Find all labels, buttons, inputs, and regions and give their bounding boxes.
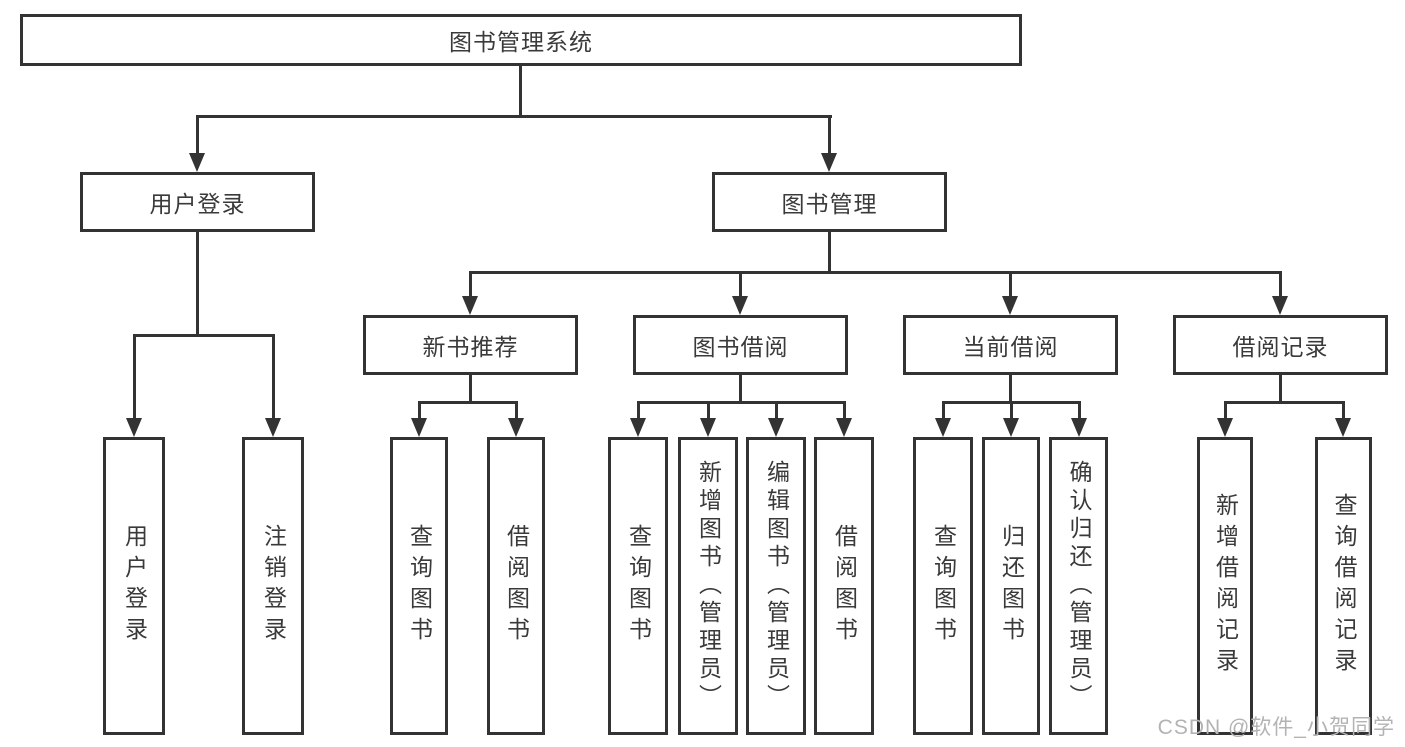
- leaf-query-books-recommend-label: 查询图书: [406, 524, 433, 648]
- connector-drop: [1279, 271, 1282, 299]
- connector-hline: [196, 115, 832, 118]
- leaf-add-borrow-record: 新增借阅记录: [1197, 437, 1253, 735]
- connector-hline: [469, 271, 1282, 274]
- leaf-add-borrow-record-label: 新增借阅记录: [1212, 493, 1239, 679]
- node-user-login: 用户登录: [80, 172, 315, 232]
- leaf-query-books-borrow: 查询图书: [608, 437, 668, 735]
- arrow-down-icon: [836, 418, 852, 437]
- connector-drop: [469, 271, 472, 299]
- leaf-query-borrow-record: 查询借阅记录: [1315, 437, 1372, 735]
- leaf-edit-book-admin-label: 编辑图书（管理员）: [763, 460, 790, 712]
- node-book-management-label: 图书管理: [781, 191, 878, 217]
- connector-drop: [1009, 271, 1012, 299]
- node-new-book-recommend: 新书推荐: [363, 315, 578, 375]
- arrow-down-icon: [700, 418, 716, 437]
- arrow-down-icon: [189, 153, 205, 172]
- connector-drop: [418, 401, 421, 421]
- connector-drop: [515, 401, 518, 421]
- connector-stem: [828, 232, 831, 274]
- arrow-down-icon: [1002, 296, 1018, 315]
- arrow-down-icon: [462, 296, 478, 315]
- leaf-logout-label: 注销登录: [260, 524, 287, 648]
- connector-hline: [637, 401, 846, 404]
- connector-hline: [133, 334, 275, 337]
- connector-drop: [739, 271, 742, 299]
- watermark: CSDN @软件_小贺同学: [1157, 716, 1395, 739]
- node-root-label: 图书管理系统: [449, 29, 593, 55]
- connector-stem: [469, 375, 472, 404]
- arrow-down-icon: [732, 296, 748, 315]
- node-root: 图书管理系统: [20, 14, 1022, 66]
- arrow-down-icon: [265, 418, 281, 437]
- leaf-add-book-admin: 新增图书（管理员）: [678, 437, 738, 735]
- connector-drop: [1078, 401, 1081, 421]
- connector-drop: [1010, 401, 1013, 421]
- connector-stem: [739, 375, 742, 404]
- leaf-query-books-current: 查询图书: [913, 437, 973, 735]
- leaf-user-login: 用户登录: [103, 437, 165, 735]
- leaf-add-book-admin-label: 新增图书（管理员）: [695, 460, 722, 712]
- arrow-down-icon: [1003, 418, 1019, 437]
- leaf-borrow-books-2: 借阅图书: [814, 437, 874, 735]
- arrow-down-icon: [411, 418, 427, 437]
- leaf-user-login-label: 用户登录: [121, 524, 148, 648]
- connector-drop: [1224, 401, 1227, 421]
- leaf-return-books-label: 归还图书: [998, 524, 1025, 648]
- leaf-edit-book-admin: 编辑图书（管理员）: [746, 437, 806, 735]
- connector-stem: [1279, 375, 1282, 404]
- leaf-query-books-borrow-label: 查询图书: [625, 524, 652, 648]
- node-new-book-recommend-label: 新书推荐: [422, 334, 519, 360]
- arrow-down-icon: [1272, 296, 1288, 315]
- node-user-login-label: 用户登录: [149, 191, 246, 217]
- connector-stem: [1009, 375, 1012, 404]
- arrow-down-icon: [126, 418, 142, 437]
- connector-hline: [1224, 401, 1345, 404]
- connector-drop: [942, 401, 945, 421]
- leaf-borrow-books-recommend-label: 借阅图书: [503, 524, 530, 648]
- connector-drop: [1342, 401, 1345, 421]
- leaf-query-books-recommend: 查询图书: [390, 437, 448, 735]
- connector-drop: [272, 334, 275, 420]
- connector-drop: [707, 401, 710, 421]
- arrow-down-icon: [630, 418, 646, 437]
- leaf-confirm-return-admin-label: 确认归还（管理员）: [1066, 460, 1092, 712]
- leaf-logout: 注销登录: [242, 437, 304, 735]
- connector-drop: [133, 334, 136, 420]
- node-book-borrow-label: 图书借阅: [692, 334, 789, 360]
- connector-stem: [519, 66, 522, 118]
- leaf-borrow-books-recommend: 借阅图书: [487, 437, 545, 735]
- connector-drop: [775, 401, 778, 421]
- connector-drop: [637, 401, 640, 421]
- leaf-confirm-return-admin: 确认归还（管理员）: [1049, 437, 1108, 735]
- arrow-down-icon: [821, 153, 837, 172]
- node-book-management: 图书管理: [712, 172, 947, 232]
- arrow-down-icon: [1217, 418, 1233, 437]
- connector-drop: [196, 115, 199, 157]
- leaf-query-books-current-label: 查询图书: [930, 524, 957, 648]
- arrow-down-icon: [935, 418, 951, 437]
- leaf-borrow-books-2-label: 借阅图书: [831, 524, 858, 648]
- connector-drop: [843, 401, 846, 421]
- arrow-down-icon: [768, 418, 784, 437]
- node-book-borrow: 图书借阅: [633, 315, 848, 375]
- connector-hline: [418, 401, 518, 404]
- arrow-down-icon: [1071, 418, 1087, 437]
- leaf-return-books: 归还图书: [982, 437, 1040, 735]
- connector-drop: [828, 115, 831, 157]
- arrow-down-icon: [1335, 418, 1351, 437]
- node-borrow-records-label: 借阅记录: [1232, 334, 1329, 360]
- node-borrow-records: 借阅记录: [1173, 315, 1388, 375]
- node-current-borrow-label: 当前借阅: [962, 334, 1059, 360]
- connector-stem: [196, 232, 199, 337]
- arrow-down-icon: [508, 418, 524, 437]
- leaf-query-borrow-record-label: 查询借阅记录: [1331, 493, 1357, 679]
- node-current-borrow: 当前借阅: [903, 315, 1118, 375]
